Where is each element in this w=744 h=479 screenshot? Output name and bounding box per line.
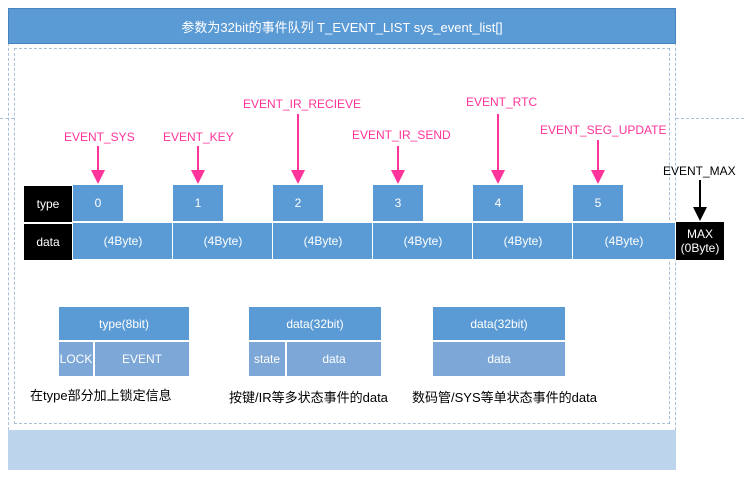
arrowhead-4 [491, 170, 505, 184]
footer-bar [8, 430, 676, 470]
event-label-1: EVENT_KEY [163, 130, 234, 144]
data-cell-3: (4Byte) [372, 222, 474, 260]
right-dash [676, 118, 744, 119]
data-cell-0: (4Byte) [72, 222, 174, 260]
event-label-5: EVENT_SEG_UPDATE [540, 123, 667, 137]
legend-type-header: type(8bit) [58, 306, 190, 341]
arrowhead-2 [291, 170, 305, 184]
legend-type-caption: 在type部分加上锁定信息 [30, 388, 172, 403]
max-cell-line2: (0Byte) [680, 241, 720, 255]
event-label-4: EVENT_RTC [466, 95, 538, 109]
legend-data-state: state [248, 341, 286, 377]
data-cell-4: (4Byte) [472, 222, 574, 260]
legend-data-data: data [286, 341, 382, 377]
legend-single-header: data(32bit) [432, 306, 566, 341]
type-cell-3: 3 [372, 184, 424, 222]
event-label-3: EVENT_IR_SEND [352, 128, 451, 142]
type-cell-5: 5 [572, 184, 624, 222]
type-cell-4: 4 [472, 184, 524, 222]
type-row-label: type [24, 186, 72, 222]
legend-data-caption: 按键/IR等多状态事件的data [229, 390, 388, 405]
page-title: 参数为32bit的事件队列 T_EVENT_LIST sys_event_lis… [8, 8, 676, 44]
arrowhead-1 [191, 170, 205, 184]
data-row-label: data [24, 224, 72, 260]
legend-single-data: data [432, 341, 566, 377]
type-cell-1: 1 [172, 184, 224, 222]
data-cell-1: (4Byte) [172, 222, 274, 260]
legend-type-lock: LOCK [58, 341, 94, 377]
event-max-label: EVENT_MAX [663, 164, 736, 178]
arrowhead-0 [91, 170, 105, 184]
max-cell: MAX (0Byte) [676, 222, 724, 260]
legend-single-caption: 数码管/SYS等单状态事件的data [412, 390, 597, 405]
arrowhead-max [693, 207, 707, 221]
arrowhead-3 [391, 170, 405, 184]
event-label-0: EVENT_SYS [64, 130, 135, 144]
type-cell-2: 2 [272, 184, 324, 222]
max-cell-line1: MAX [686, 227, 713, 241]
event-label-2: EVENT_IR_RECIEVE [243, 97, 362, 111]
left-dash [0, 118, 14, 119]
data-cell-5: (4Byte) [572, 222, 676, 260]
arrowhead-5 [591, 170, 605, 184]
type-cell-0: 0 [72, 184, 124, 222]
legend-type-event: EVENT [94, 341, 190, 377]
legend-data-header: data(32bit) [248, 306, 382, 341]
